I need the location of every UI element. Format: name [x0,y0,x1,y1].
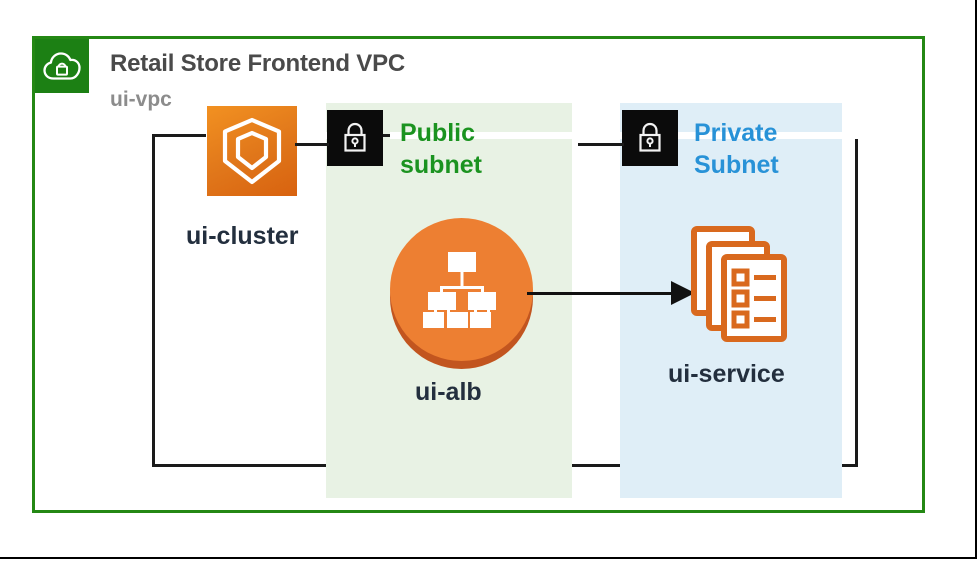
connector-public-to-private-subnet [578,143,624,146]
ui-service-label: ui-service [668,360,785,388]
public-subnet-label-line1: Public [400,119,476,147]
private-subnet-label: Private Subnet [694,117,779,181]
private-subnet-label-line2: Subnet [694,151,779,179]
public-subnet-label: Public subnet [400,117,482,181]
page-border-right [975,0,977,557]
ui-cluster-label: ui-cluster [186,222,299,250]
rect-gap-bottom-private [620,462,842,469]
application-load-balancer-icon [390,218,533,361]
application-load-balancer-node [390,218,533,369]
rect-gap-bottom-public [326,462,572,469]
rect-gap-private [672,132,858,139]
connector-alb-to-service-line [527,292,677,295]
private-subnet-padlock-icon [622,110,678,166]
public-subnet-padlock-icon [327,110,383,166]
vpc-cloud-lock-icon [35,39,89,93]
connector-cluster-to-public-subnet [295,143,329,146]
rect-gap-public [390,132,622,139]
private-subnet-label-line1: Private [694,119,778,147]
vpc-title: Retail Store Frontend VPC [110,50,406,77]
vpc-subtitle: ui-vpc [110,88,172,111]
connector-alb-to-service-arrowhead [671,281,695,305]
page-border-bottom [0,557,977,559]
public-subnet-label-line2: subnet [400,151,482,179]
ecs-service-stacked-documents-icon [690,225,790,343]
ui-alb-label: ui-alb [415,378,482,406]
ecs-cluster-icon [207,106,297,196]
